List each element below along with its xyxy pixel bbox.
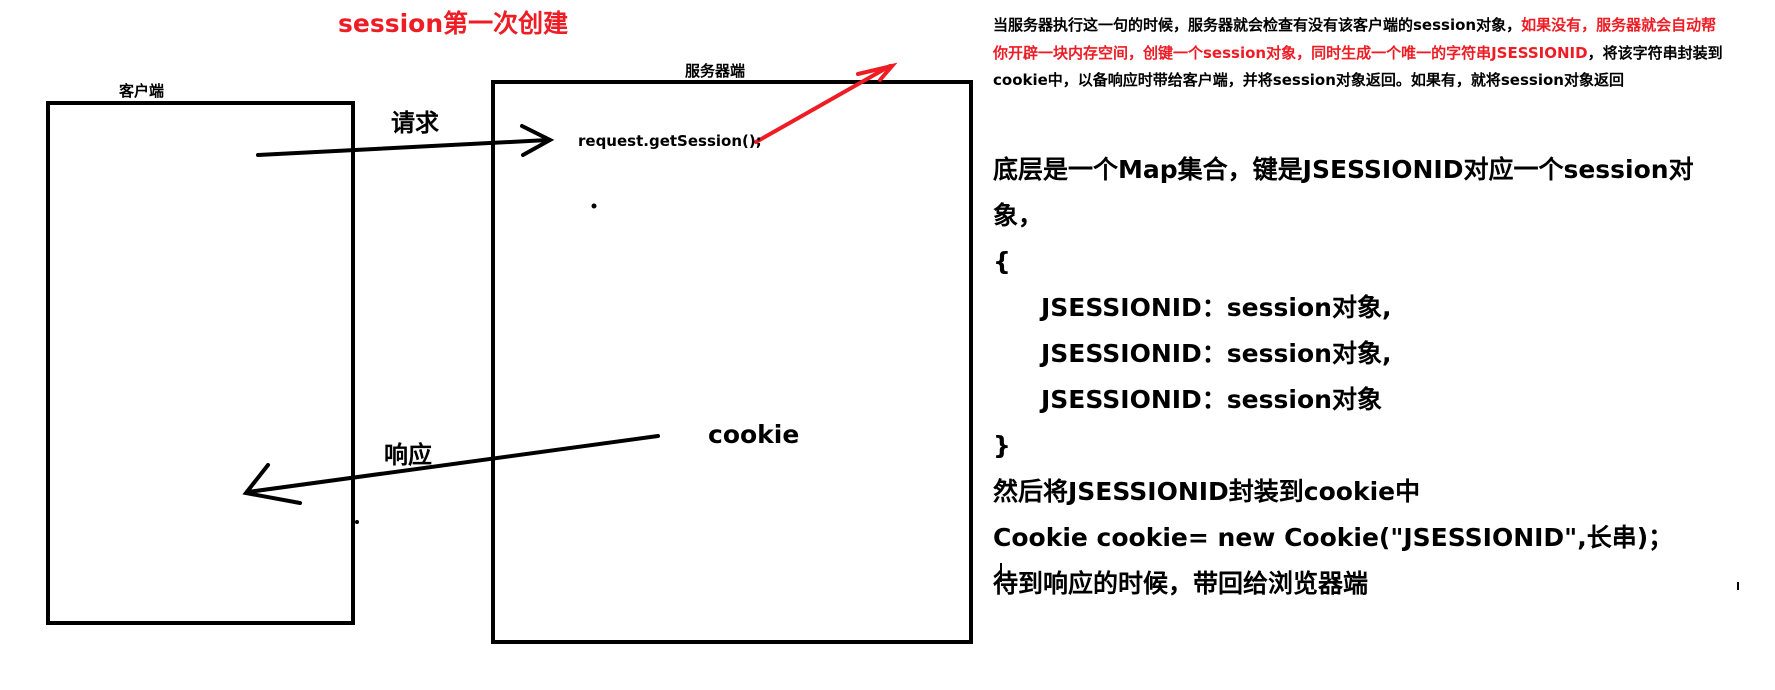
get-session-call: request.getSession();: [578, 132, 762, 150]
client-box: [46, 101, 355, 625]
note-text: ，将该字符串封装到cookie中，以备响应时带给客户端，并将session对象返…: [993, 43, 1723, 90]
map-entry: JSESSIONID：session对象,: [1041, 293, 1392, 322]
client-label: 客户端: [119, 82, 165, 100]
close-brace: }: [993, 431, 1011, 460]
open-brace: {: [993, 247, 1011, 276]
request-label: 请求: [391, 109, 439, 137]
page-title: session第一次创建: [338, 9, 569, 38]
explanation-intro: 底层是一个Map集合，键是JSESSIONID对应一个session对象，: [993, 155, 1694, 230]
map-explanation: 底层是一个Map集合，键是JSESSIONID对应一个session对象， { …: [993, 147, 1733, 607]
note-highlight: 如果没有，服务器就会自动帮你开辟一块内存空间，创键一个session对象，同时生…: [993, 16, 1717, 62]
cookie-code-line: Cookie cookie= new Cookie("JSESSIONID",长…: [993, 523, 1674, 552]
explanation-line: 然后将JSESSIONID封装到cookie中: [993, 477, 1421, 506]
map-entry: JSESSIONID：session对象: [1041, 385, 1382, 414]
request-arrow: [256, 124, 555, 157]
stray-dot: [591, 203, 597, 209]
server-box: [491, 80, 973, 644]
response-arrow: [242, 434, 660, 505]
response-label: 响应: [384, 441, 432, 469]
cookie-label: cookie: [708, 420, 800, 449]
note-text: 当服务器执行这一句的时候，服务器就会检查有没有该客户端的session对象，: [993, 16, 1522, 34]
server-label: 服务器端: [685, 62, 746, 80]
session-note: 当服务器执行这一句的时候，服务器就会检查有没有该客户端的session对象，如果…: [993, 12, 1728, 95]
red-callout-arrow: [754, 62, 898, 144]
stray-dot: [355, 520, 359, 524]
map-entry: JSESSIONID：session对象,: [1041, 339, 1392, 368]
explanation-line: 待到响应的时候，带回给浏览器端: [993, 569, 1369, 598]
